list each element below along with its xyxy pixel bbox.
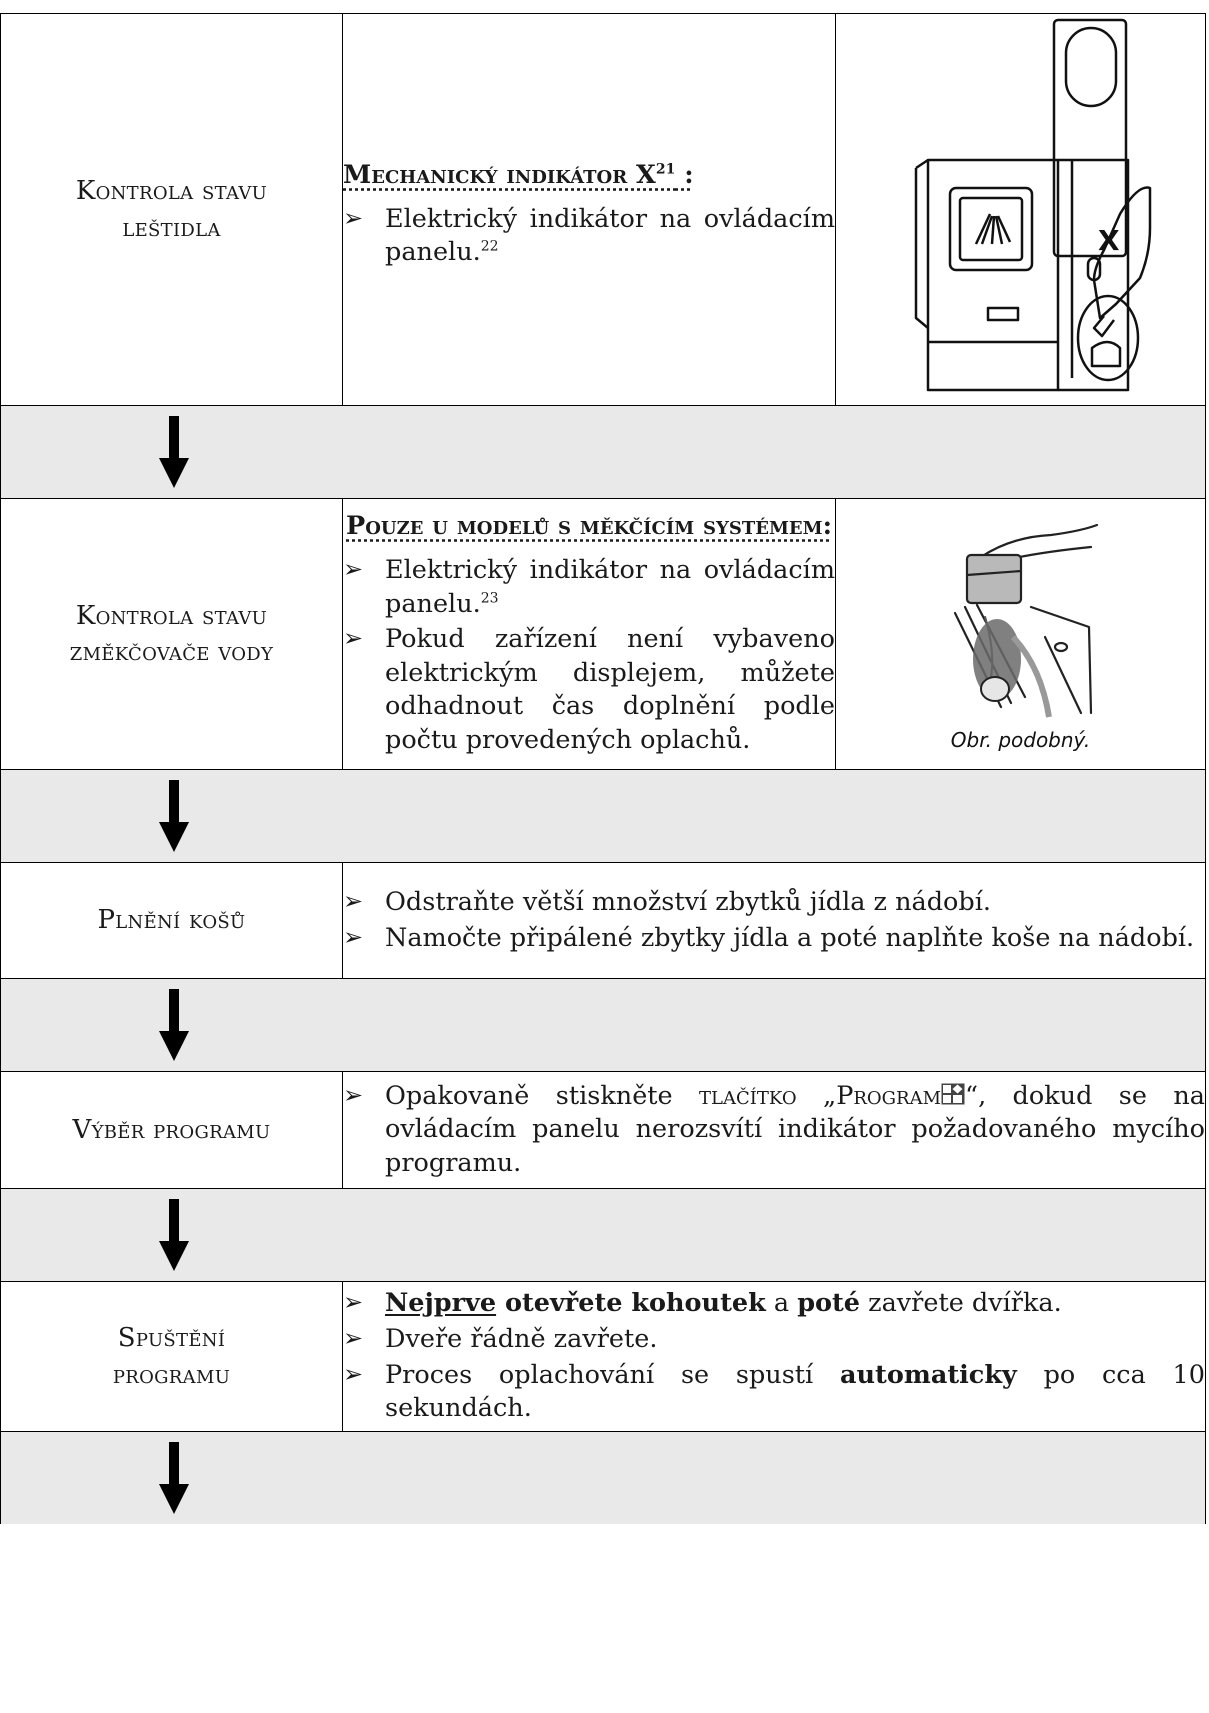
down-arrow-icon xyxy=(159,780,189,852)
step-softener: Kontrola stavu změkčovače vody Pouze u m… xyxy=(0,498,1206,770)
step-label-line2: leštidla xyxy=(122,212,221,243)
step-label-line1: Spuštění xyxy=(117,1323,226,1354)
step-label: Spuštění programu xyxy=(0,1281,343,1432)
step-label-line1: Kontrola stavu xyxy=(75,600,268,631)
arrow-row xyxy=(0,1431,1206,1524)
rinse-aid-dispenser-illustration: X xyxy=(835,13,1206,406)
step-label-line2: programu xyxy=(112,1359,231,1390)
step-rinse-aid: Kontrola stavu leštidla Mechanický indik… xyxy=(0,13,1206,406)
step-label: Kontrola stavu změkčovače vody xyxy=(0,498,343,770)
step-program-select: Výběr programu Opakovaně stiskněte tlačí… xyxy=(0,1071,1206,1189)
step-content: Mechanický indikátor X21 : Elektrický in… xyxy=(342,13,836,406)
section-heading: Pouze u modelů s měkčícím systémem: xyxy=(346,511,832,542)
bullet-list: Odstraňte větší množství zbytků jídla z … xyxy=(343,886,1205,955)
button-word: tlačítko xyxy=(699,1080,797,1111)
down-arrow-icon xyxy=(159,1442,189,1514)
step-label: Kontrola stavu leštidla xyxy=(0,13,343,406)
list-item: Proces oplachování se spustí automaticky… xyxy=(343,1359,1205,1426)
step-program-start: Spuštění programu Nejprve otevřete kohou… xyxy=(0,1281,1206,1432)
step-label-line2: změkčovače vody xyxy=(69,637,274,667)
arrow-row xyxy=(0,769,1206,863)
footnote-ref: 21 xyxy=(655,161,676,178)
down-arrow-icon xyxy=(159,416,189,488)
bullet-list: Opakovaně stiskněte tlačítko „Program“, … xyxy=(343,1080,1205,1181)
section-heading: Mechanický indikátor X21 : xyxy=(343,160,694,191)
arrow-row xyxy=(0,405,1206,499)
step-loading: Plnění košů Odstraňte větší množství zby… xyxy=(0,862,1206,979)
list-item: Elektrický indikátor na ovládacím panelu… xyxy=(343,554,835,621)
bullet-list: Elektrický indikátor na ovládacím panelu… xyxy=(343,554,835,758)
procedure-table: Kontrola stavu leštidla Mechanický indik… xyxy=(0,13,1206,1524)
list-item: Opakovaně stiskněte tlačítko „Program“, … xyxy=(343,1080,1205,1181)
program-word: Program xyxy=(836,1080,942,1111)
bullet-list: Nejprve otevřete kohoutek a poté zavřete… xyxy=(343,1287,1205,1426)
arrow-row xyxy=(0,978,1206,1072)
dispenser-drawing: X xyxy=(914,18,1151,391)
bullet-list: Elektrický indikátor na ovládacím panelu… xyxy=(343,203,835,270)
list-item: Dveře řádně zavřete. xyxy=(343,1323,1205,1357)
arrow-row xyxy=(0,1188,1206,1282)
list-item: Nejprve otevřete kohoutek a poté zavřete… xyxy=(343,1287,1205,1321)
dispenser-mark: X xyxy=(1098,224,1120,257)
program-button-icon xyxy=(941,1083,965,1105)
step-content: Pouze u modelů s měkčícím systémem: Elek… xyxy=(342,498,836,770)
step-content: Nejprve otevřete kohoutek a poté zavřete… xyxy=(342,1281,1206,1432)
salt-drawing xyxy=(953,523,1098,717)
list-item: Pokud zařízení není vybaveno elektrickým… xyxy=(343,623,835,758)
down-arrow-icon xyxy=(159,1199,189,1271)
footnote-ref: 22 xyxy=(480,238,499,255)
figure-caption: Obr. podobný. xyxy=(950,727,1091,752)
step-label-line1: Výběr programu xyxy=(72,1114,271,1145)
footnote-ref: 23 xyxy=(480,590,499,607)
step-label: Plnění košů xyxy=(0,862,343,979)
list-item: Elektrický indikátor na ovládacím panelu… xyxy=(343,203,835,270)
step-content: Odstraňte větší množství zbytků jídla z … xyxy=(342,862,1206,979)
step-label-line1: Plnění košů xyxy=(97,905,246,936)
step-label: Výběr programu xyxy=(0,1071,343,1189)
list-item: Odstraňte větší množství zbytků jídla z … xyxy=(343,886,1205,920)
salt-refill-illustration: Obr. podobný. xyxy=(835,498,1206,770)
list-item: Namočte připálené zbytky jídla a poté na… xyxy=(343,922,1205,956)
step-content: Opakovaně stiskněte tlačítko „Program“, … xyxy=(342,1071,1206,1189)
step-label-line1: Kontrola stavu xyxy=(75,176,268,207)
down-arrow-icon xyxy=(159,989,189,1061)
